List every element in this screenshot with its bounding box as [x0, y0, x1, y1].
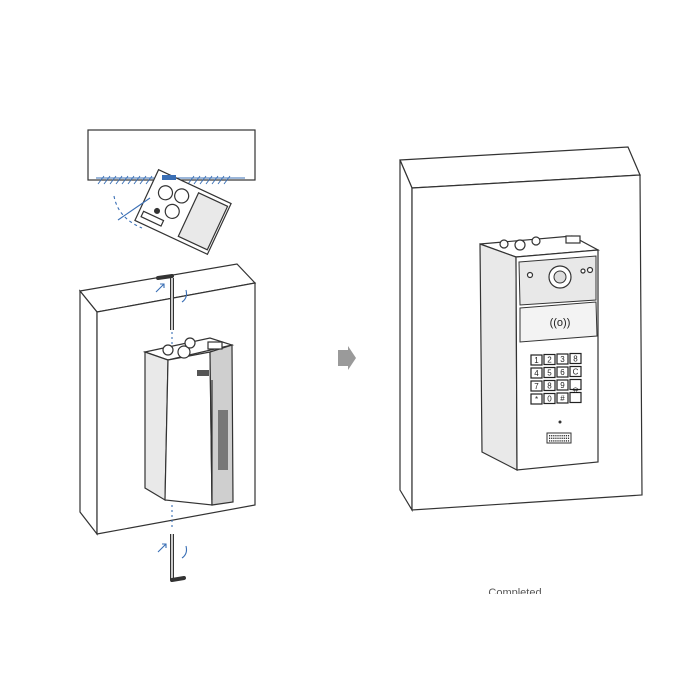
keypad-key [530, 380, 543, 392]
keypad-key-label: 9 [560, 381, 565, 390]
keypad-key-label: 2 [547, 356, 552, 365]
keypad-key [556, 353, 569, 365]
keypad-key [569, 352, 582, 365]
keypad-key [530, 393, 543, 405]
keypad-key [569, 391, 582, 404]
keypad-key-label: 5 [547, 369, 552, 378]
speaker-grille-icon [546, 432, 572, 444]
keypad-key-label: 8 [547, 382, 552, 391]
next-step-arrow [338, 346, 356, 370]
keypad-key-label: * [535, 395, 538, 404]
allen-key-bottom [157, 505, 188, 582]
keypad-key-label: 4 [534, 369, 539, 378]
keypad-key [569, 365, 582, 378]
keypad-key [556, 379, 569, 391]
top-mounting-detail [87, 129, 256, 256]
keypad-key-label: 3 [560, 355, 565, 364]
keypad-key-label: 6 [560, 368, 565, 377]
keypad-key-label: 8 [573, 355, 578, 364]
rotation-guide [113, 195, 143, 229]
device-top-view [134, 168, 232, 256]
keypad-key [543, 353, 556, 366]
keypad-key-label: 0 [547, 395, 552, 404]
keypad-key-label: 7 [534, 382, 539, 391]
keypad-key-label: 1 [534, 356, 539, 365]
keypad-key [530, 367, 543, 379]
keypad-key [530, 354, 543, 366]
keypad-key [569, 378, 582, 391]
keypad-key-label: C [573, 368, 579, 377]
ceiling-block [87, 129, 256, 181]
keypad-key-label: # [560, 394, 565, 403]
keypad-key [556, 392, 569, 404]
keypad-key [543, 366, 556, 379]
caption-text: Completed [488, 587, 542, 594]
rfid-icon: ((o)) [550, 317, 571, 329]
keypad-key [543, 392, 556, 405]
allen-key-top [155, 274, 188, 345]
bell-icon: ⍾ [573, 385, 579, 395]
device-mounting [142, 337, 235, 506]
keypad-key [543, 379, 556, 392]
keypad-key [556, 366, 569, 378]
